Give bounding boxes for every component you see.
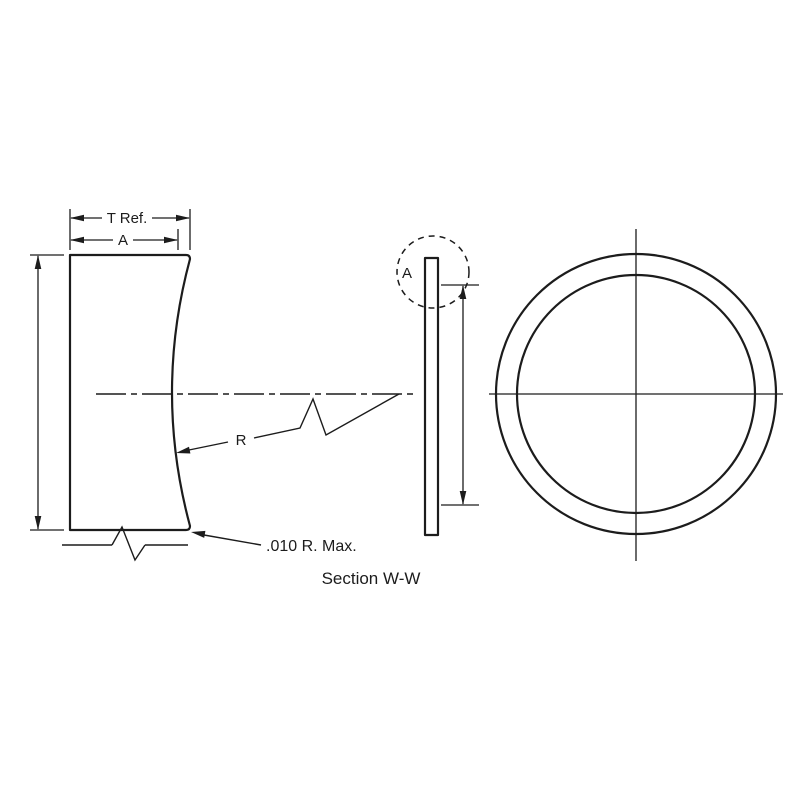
detail-circle <box>396 235 470 309</box>
outer-circle <box>494 252 778 536</box>
top-dimensions: T Ref. A <box>69 209 191 250</box>
section-outline <box>68 253 192 532</box>
section-caption: Section W-W <box>322 569 421 588</box>
section-view <box>68 253 192 532</box>
edge-dimension <box>441 284 479 506</box>
front-view <box>489 229 783 561</box>
corner-radius-callout: .010 R. Max. <box>191 530 357 555</box>
height-arrow-bottom <box>34 516 42 530</box>
radius-leader-zigzag <box>253 393 400 439</box>
height-dimension <box>30 254 64 531</box>
radius-arrowhead <box>176 446 191 454</box>
edge-view <box>423 256 440 537</box>
corner-leader <box>203 534 262 546</box>
edge-arrow-bottom <box>459 491 467 505</box>
radius-label: R <box>236 432 247 449</box>
edge-arrow-top <box>459 285 467 299</box>
t-ref-arrow-left <box>70 214 84 222</box>
corner-arrowhead <box>191 530 206 538</box>
detail-label: A <box>402 265 412 282</box>
corner-note: .010 R. Max. <box>266 538 357 555</box>
detail-callout: A <box>396 235 470 309</box>
a-arrow-right <box>164 236 178 244</box>
bottom-break-line <box>62 525 188 562</box>
break-zigzag <box>111 525 146 562</box>
radius-leader: R <box>176 393 400 454</box>
edge-view-profile <box>423 256 440 537</box>
radius-leader-segment-1 <box>188 441 229 451</box>
t-ref-dimension-label: T Ref. <box>107 210 148 227</box>
a-dimension-label: A <box>118 232 128 249</box>
t-ref-arrow-right <box>176 214 190 222</box>
height-arrow-top <box>34 255 42 269</box>
inner-circle <box>515 273 757 515</box>
a-arrow-left <box>70 236 84 244</box>
